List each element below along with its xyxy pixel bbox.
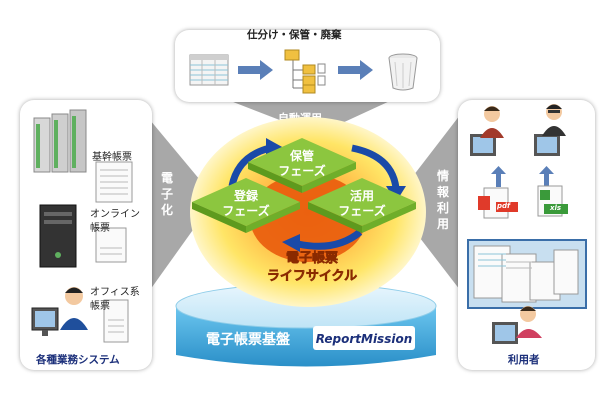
top-panel-flow [189,49,418,94]
storage-phase-line1: 保管 [289,148,314,163]
trash-bin-icon [388,53,418,91]
office-report-label: オフィス系帳票 [90,287,140,312]
office-worker-icon [31,287,88,336]
flow-arrow-right-icon [238,60,273,80]
up-arrow-icon [539,166,554,187]
utilize-phase-tile [308,178,416,233]
utilize-phase-line1: 活用 [350,188,374,203]
left-panel-art [31,109,133,343]
report-sheet-icon [95,227,127,263]
register-phase-line1: 登録 [233,188,259,203]
spreadsheet-icon [189,54,229,86]
xls-badge: xls [550,204,562,212]
online-report-label: オンライン帳票 [90,209,140,234]
user-at-pc-icon [492,306,542,344]
register-phase-line2: フェーズ [222,203,269,218]
utilize-phase-line2: フェーズ [338,203,385,218]
report-sheet-icon [95,161,133,203]
users-caption: 利用者 [508,354,540,366]
right-panel-art [467,104,587,344]
folder-tree-icon [284,49,326,94]
user-at-pc-icon [470,106,504,156]
cycle-arrow-icon [282,229,363,252]
tower-computer-icon [39,204,77,268]
storage-phase-line2: フェーズ [278,163,325,178]
right-connector [410,115,460,290]
top-panel: 仕分け・保管・廃棄 [175,29,440,102]
lifecycle-title-line1: 電子帳票 [286,250,338,266]
xls-file-icon [537,185,568,217]
left-connector [150,120,200,290]
user-at-pc-icon [534,104,566,156]
storage-phase-tile [248,138,356,193]
reportmission-logo: ReportMission [316,332,413,346]
up-arrow-icon [491,166,506,187]
business-systems-caption: 各種業務システム [36,354,120,366]
flow-arrow-right-icon [338,60,373,80]
pdf-badge: pdf [497,202,511,210]
right-panel: pdf xls 利用者 [458,100,595,370]
register-phase-tile [192,178,300,233]
top-panel-title: 仕分け・保管・廃棄 [247,29,342,41]
left-panel: 基幹帳票 オンライン帳票 オフィス系帳票 各種業務システム [20,100,152,370]
lifecycle-title-line2: ライフサイクル [267,269,357,284]
server-rack-icon [33,109,87,173]
report-viewer-screen-icon [467,239,587,309]
digitize-label: 電子化 [161,171,174,217]
top-connector [228,100,392,124]
report-sheet-icon [103,299,129,343]
info-use-label: 情報利用 [437,169,450,231]
pdf-file-icon [478,187,518,219]
core-report-label: 基幹帳票 [92,152,132,163]
platform-label: 電子帳票基盤 [206,331,291,348]
